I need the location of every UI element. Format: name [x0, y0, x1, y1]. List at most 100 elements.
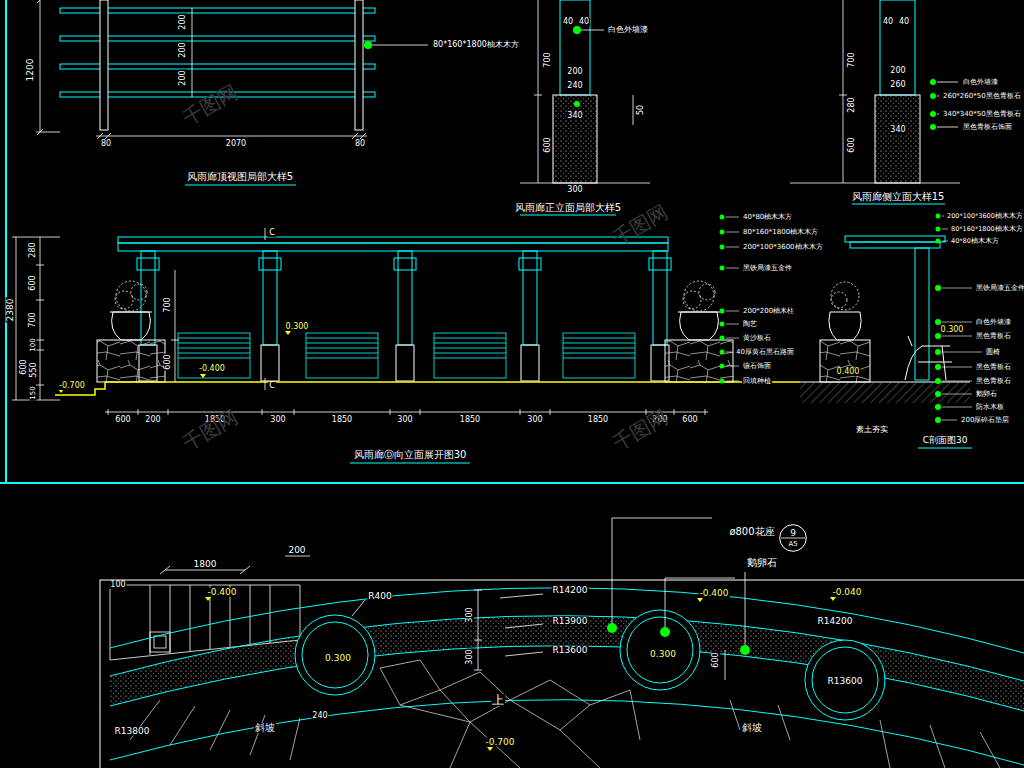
- drawing-label: 40*80柚木木方: [742, 214, 793, 221]
- drawing-label: 40: [562, 18, 574, 26]
- drawing-label: R14200: [817, 617, 854, 626]
- plan-view: [812, 647, 878, 713]
- drawing-label: 300: [466, 606, 474, 623]
- drawing-label: 600: [848, 136, 856, 153]
- corridor-elevation: [137, 258, 159, 270]
- side-elevation-detail: [937, 96, 939, 97]
- drawing-label: -0.040: [831, 588, 862, 597]
- drawing-label: 340: [889, 126, 906, 134]
- corridor-elevation: [115, 281, 715, 311]
- plan-view: [805, 640, 885, 720]
- corridor-elevation: [680, 312, 719, 340]
- drawing-label: 700: [544, 51, 552, 68]
- callout-circle: 9A5: [779, 524, 807, 552]
- drawing-label: 0.300: [649, 650, 677, 659]
- side-elevation-detail: [790, 0, 960, 204]
- drawing-label: 300: [466, 648, 474, 665]
- section-c: [831, 292, 847, 308]
- roof-plan-detail: [372, 45, 428, 46]
- corridor-elevation: [105, 412, 708, 413]
- plan-view: [205, 597, 211, 601]
- drawing-label: 340: [566, 112, 583, 120]
- sheet-frame: [5, 0, 7, 483]
- drawing-label: 100: [109, 581, 126, 589]
- plan-view: [110, 585, 300, 660]
- corridor-elevation: [398, 251, 412, 345]
- callout-number: A5: [788, 541, 797, 548]
- corridor-elevation: [285, 331, 291, 335]
- corridor-elevation: [108, 409, 705, 415]
- plan-view: [665, 578, 735, 579]
- corridor-elevation: [720, 215, 725, 384]
- corridor-elevation: [175, 270, 176, 382]
- side-elevation-detail: [930, 79, 936, 130]
- plan-view: [660, 627, 670, 637]
- drawing-label: C剖面图30: [922, 436, 969, 445]
- front-elevation-detail: [520, 0, 650, 215]
- section-c: [935, 214, 941, 424]
- drawing-label: 素土夯实: [855, 426, 889, 434]
- corridor-elevation: [12, 215, 800, 464]
- section-c: [800, 214, 982, 449]
- corridor-elevation: [55, 382, 800, 395]
- section-c: [935, 391, 941, 397]
- drawing-label: 280: [29, 241, 37, 258]
- drawing-label: C: [268, 382, 276, 390]
- drawing-label: 黄沙板石: [742, 335, 772, 342]
- side-elevation-detail: [790, 0, 960, 183]
- corridor-elevation: [720, 379, 725, 384]
- corridor-elevation: [36, 350, 44, 351]
- corridor-elevation: [726, 217, 739, 381]
- corridor-elevation: [118, 243, 668, 251]
- drawing-label: 40: [578, 18, 590, 26]
- section-c: [935, 417, 941, 423]
- sheet-frame: [0, 0, 1024, 483]
- front-elevation-detail: [574, 101, 580, 107]
- section-c: [915, 248, 929, 380]
- roof-plan-detail: [36, 0, 428, 139]
- corridor-elevation: [699, 284, 715, 300]
- drawing-label: 80*160*1800柚木木方: [432, 41, 520, 49]
- corridor-elevation: [434, 333, 506, 378]
- corridor-elevation: [178, 338, 635, 358]
- drawing-label: 回填种植: [742, 378, 772, 385]
- callout-outline: [780, 525, 807, 552]
- front-elevation-detail: [573, 26, 581, 34]
- corridor-elevation: [110, 312, 720, 340]
- drawing-label: 80: [354, 140, 366, 148]
- corridor-elevation: [678, 312, 720, 313]
- corridor-elevation: [521, 345, 539, 381]
- roof-plan-detail: [105, 133, 111, 139]
- corridor-elevation: [171, 340, 179, 341]
- plan-view: [302, 622, 368, 688]
- side-elevation-detail: [930, 79, 936, 85]
- corridor-elevation: [259, 258, 281, 270]
- drawing-label: 280: [848, 96, 856, 113]
- front-elevation-detail: [534, 95, 542, 96]
- drawing-label: -0.400: [206, 588, 237, 597]
- section-c: [935, 349, 941, 355]
- drawing-label: 260: [889, 81, 906, 89]
- section-c: [800, 383, 970, 403]
- corridor-elevation: [97, 340, 165, 382]
- corridor-elevation: [720, 350, 725, 355]
- plan-view: [740, 645, 750, 655]
- drawing-label: 200: [179, 69, 187, 86]
- drawing-label: 鹅卵石: [975, 391, 998, 398]
- roof-plan-detail: [192, 8, 193, 97]
- drawing-label: 200: [566, 68, 583, 76]
- drawing-label: 40厚黄石黑石路面: [735, 349, 795, 356]
- drawing-label: 黑色青板石饰面: [962, 124, 1013, 131]
- front-elevation-detail: [633, 95, 634, 125]
- callout-divider: [781, 538, 805, 539]
- drawing-label: R13600: [827, 677, 864, 686]
- drawing-label: 0.300: [940, 326, 965, 334]
- corridor-elevation: [115, 291, 133, 309]
- drawing-label: 2070: [225, 140, 247, 148]
- corridor-elevation: [665, 340, 733, 382]
- drawing-label: 600: [544, 136, 552, 153]
- plan-view: [160, 518, 745, 680]
- front-elevation-detail: [520, 215, 616, 216]
- corridor-elevation: [36, 265, 44, 266]
- section-c: [831, 282, 859, 310]
